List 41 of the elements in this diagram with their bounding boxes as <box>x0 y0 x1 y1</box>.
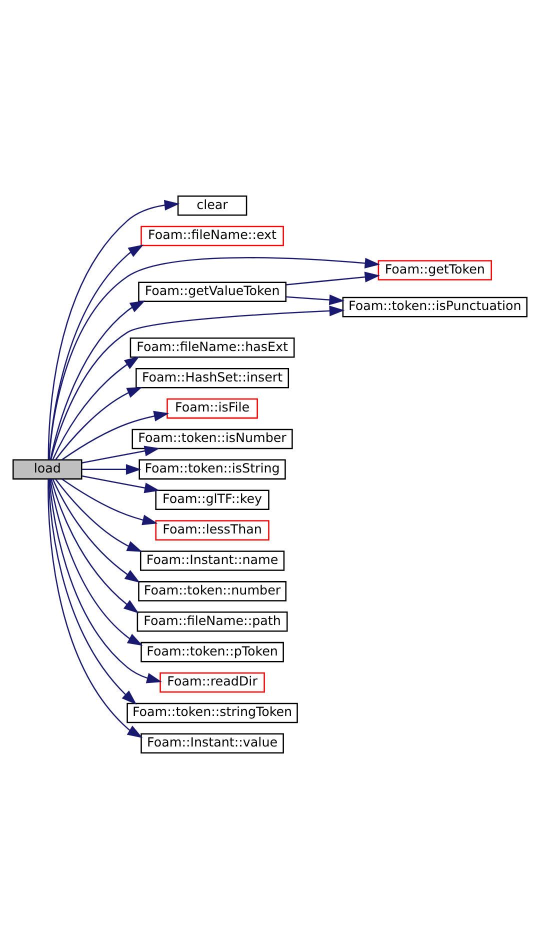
arrow <box>48 244 144 460</box>
arrow <box>55 478 142 552</box>
arrow <box>50 478 139 614</box>
node-box: Foam::token::isString <box>138 459 286 480</box>
node-box: Foam::getToken <box>378 260 492 280</box>
node-box: clear <box>177 195 248 216</box>
node-box: Foam::lessThan <box>155 520 270 540</box>
arrow <box>62 478 158 526</box>
node-box: Foam::fileName::hasExt <box>130 338 295 358</box>
node-box: Foam::isFile <box>166 398 258 419</box>
arrow <box>48 479 143 738</box>
node-box: Foam::readDir <box>160 672 265 693</box>
node-box: Foam::fileName::path <box>136 612 288 632</box>
arrow <box>48 200 180 460</box>
arrow <box>82 475 160 494</box>
arrow <box>48 257 380 460</box>
arrow <box>55 386 142 460</box>
arrow <box>286 294 345 306</box>
arrow <box>48 479 137 705</box>
node-box: Foam::Instant::value <box>140 733 284 754</box>
node-box: Foam::glTF::key <box>155 490 270 510</box>
arrow <box>82 464 142 475</box>
node-box: Foam::token::isNumber <box>132 428 293 450</box>
arrow <box>52 478 140 583</box>
node-box: Foam::token::number <box>138 581 286 602</box>
arrow <box>48 479 162 684</box>
node-box: load <box>12 459 82 480</box>
node-box: Foam::token::isPunctuation <box>342 296 528 318</box>
arrow <box>286 272 380 286</box>
arrow <box>49 479 143 646</box>
node-box: Foam::getValueToken <box>138 282 286 302</box>
node-box: Foam::fileName::ext <box>140 226 284 246</box>
arrow <box>82 446 160 464</box>
arrow <box>50 300 146 460</box>
arrow <box>62 410 170 460</box>
arrow <box>50 306 345 460</box>
node-box: Foam::Instant::name <box>140 550 285 571</box>
node-box: Foam::HashSet::insert <box>136 368 290 388</box>
arrow <box>52 356 140 460</box>
node-box: Foam::token::stringToken <box>126 702 298 724</box>
node-box: Foam::token::pToken <box>140 642 284 662</box>
